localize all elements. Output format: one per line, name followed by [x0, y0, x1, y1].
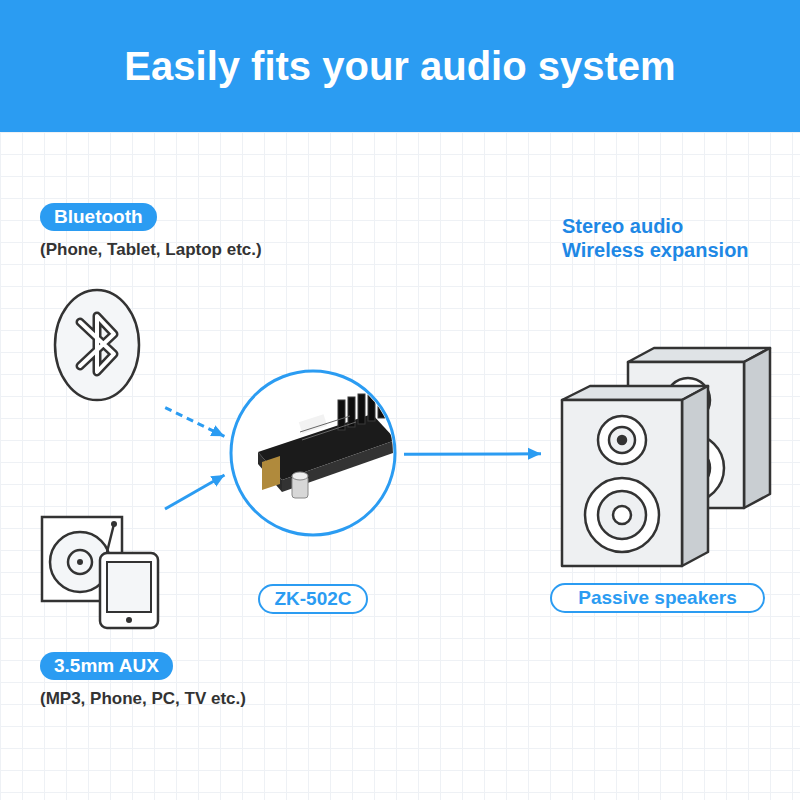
source-pill: 3.5mm AUX — [40, 652, 173, 680]
title: Easily fits your audio system — [0, 0, 800, 132]
caption-label: Stereo audio — [562, 214, 683, 238]
header-band: Easily fits your audio system — [0, 0, 800, 132]
speaker-node: Passive speakers — [545, 345, 770, 617]
label-group: Stereo audioWireless expansion — [562, 214, 749, 262]
amplifier-node: ZK-502C — [228, 368, 398, 618]
amplifier-board-picture — [231, 371, 396, 535]
output-pill: Passive speakers — [550, 583, 764, 613]
source-pill: Bluetooth — [40, 203, 157, 231]
source-note: (MP3, Phone, PC, TV etc.) — [40, 689, 246, 709]
flow-arrow — [165, 475, 225, 509]
source-group: Bluetooth (Phone, Tablet, Laptop etc.) — [36, 200, 311, 405]
caption-label: Wireless expansion — [562, 238, 749, 262]
product-pill: ZK-502C — [258, 584, 367, 614]
source-note: (Phone, Tablet, Laptop etc.) — [40, 240, 262, 260]
speaker-picture — [562, 348, 770, 566]
source-group: 3.5mm AUX (MP3, Phone, PC, TV etc.) — [36, 512, 311, 717]
flow-arrow — [404, 452, 541, 455]
bluetooth-icon — [55, 290, 139, 400]
flow-arrow — [165, 408, 224, 437]
aux-device-icon — [42, 517, 158, 628]
